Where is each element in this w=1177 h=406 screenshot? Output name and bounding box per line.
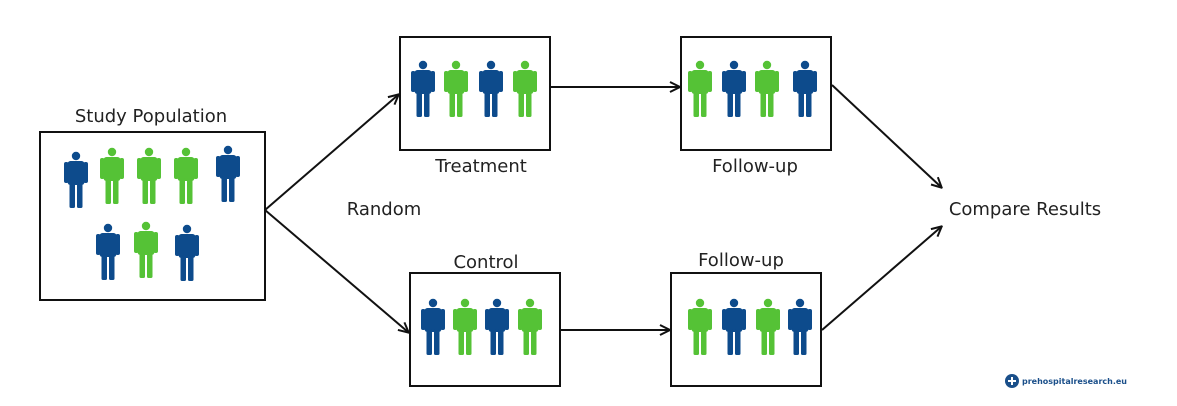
follow-up-treatment-box [680, 36, 832, 151]
compare-results-label: Compare Results [949, 199, 1101, 220]
follow-up-control-box [670, 272, 822, 387]
watermark-logo: prehospitalresearch.eu [1005, 374, 1127, 388]
person-green-follow-up-control [688, 298, 712, 355]
study-population-label: Study Population [75, 106, 227, 127]
person-green-treatment [444, 60, 468, 117]
follow-up-control-label: Follow-up [698, 250, 784, 271]
person-green-study-population [174, 147, 198, 204]
person-blue-follow-up-treatment [793, 60, 817, 117]
person-green-control [518, 298, 542, 355]
person-blue-study-population [96, 223, 120, 280]
study-population-box [39, 131, 266, 301]
person-green-control [453, 298, 477, 355]
person-green-follow-up-treatment [755, 60, 779, 117]
control-label: Control [453, 252, 518, 273]
person-green-study-population [100, 147, 124, 204]
person-blue-study-population [216, 145, 240, 202]
person-blue-control [485, 298, 509, 355]
person-green-follow-up-treatment [688, 60, 712, 117]
person-green-follow-up-control [756, 298, 780, 355]
arrow-to-control [264, 209, 408, 332]
arrow-follow-up-treatment-to-compare [831, 84, 941, 187]
follow-up-treatment-label: Follow-up [712, 156, 798, 177]
person-blue-follow-up-treatment [722, 60, 746, 117]
person-green-study-population [137, 147, 161, 204]
person-blue-study-population [64, 151, 88, 208]
person-green-study-population [134, 221, 158, 278]
watermark-text: prehospitalresearch.eu [1022, 377, 1127, 386]
person-blue-follow-up-control [722, 298, 746, 355]
arrow-follow-up-control-to-compare [821, 227, 941, 331]
person-blue-treatment [479, 60, 503, 117]
people-layer [64, 60, 817, 355]
arrow-to-treatment [264, 95, 398, 211]
person-blue-treatment [411, 60, 435, 117]
person-green-treatment [513, 60, 537, 117]
person-blue-follow-up-control [788, 298, 812, 355]
person-blue-study-population [175, 224, 199, 281]
random-label: Random [347, 199, 422, 220]
person-blue-control [421, 298, 445, 355]
treatment-label: Treatment [434, 156, 527, 177]
